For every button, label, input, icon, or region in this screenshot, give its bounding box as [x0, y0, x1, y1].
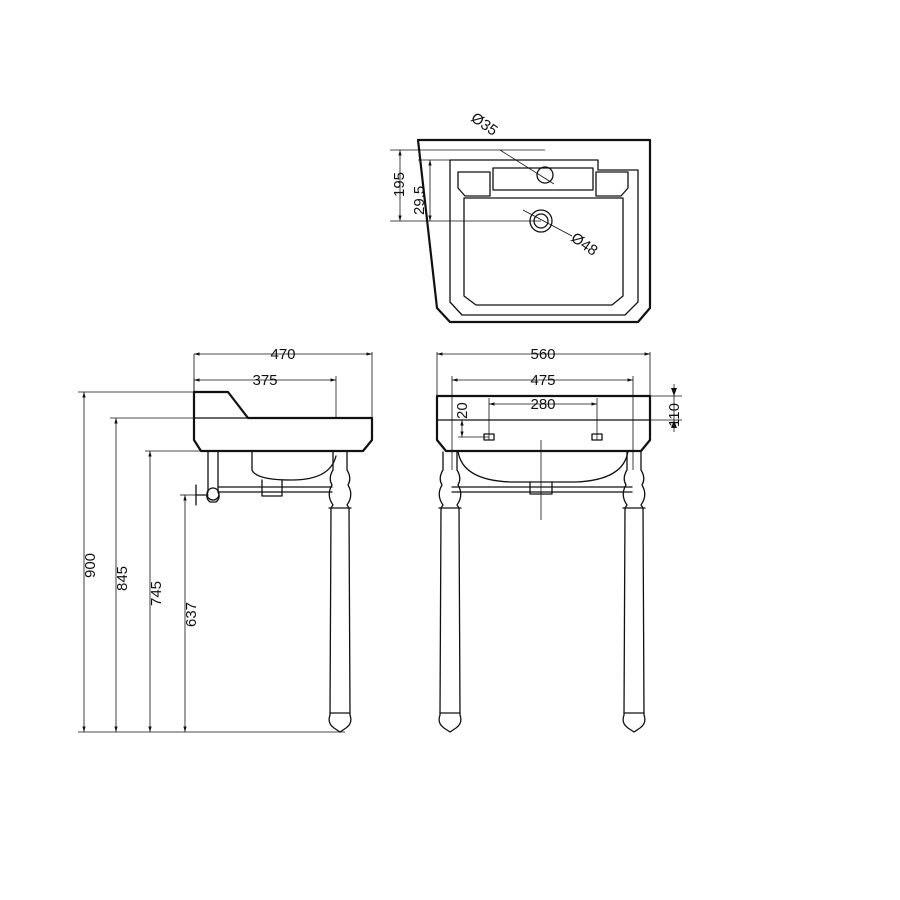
- dim-width-total-front: 560: [530, 346, 555, 363]
- dim-depth-hole: 29.5: [411, 186, 428, 215]
- dim-depth-total: 195: [391, 172, 408, 197]
- left-leg-front: [438, 451, 462, 733]
- basin-side-outline: [192, 390, 374, 453]
- left-soap-dish: [457, 171, 491, 197]
- wall-bracket: [195, 484, 209, 506]
- dim-height-underside: 745: [148, 581, 165, 606]
- rear-fixing: [206, 487, 220, 501]
- dim-width-total: 470: [270, 346, 295, 363]
- side-view: 470 375 900 845 745 637: [78, 346, 374, 733]
- leader-dia-small: [499, 149, 555, 185]
- waste-outlet-side: [261, 479, 283, 497]
- tap-hole-left: [483, 433, 495, 441]
- dim-height-rim: 845: [114, 566, 131, 591]
- dim-width-legs: 475: [530, 372, 555, 389]
- basin-top-outline: [416, 138, 652, 324]
- tap-hole-right: [591, 433, 603, 441]
- bowl-underside: [251, 451, 337, 481]
- tap-deck-outline: [492, 167, 594, 191]
- front-view: 560 475 280 20 110: [435, 346, 683, 733]
- dim-tap-offset: 20: [454, 402, 471, 419]
- dim-tap-centres: 280: [530, 396, 555, 413]
- rear-leg-top: [206, 451, 220, 503]
- right-soap-dish: [595, 171, 629, 197]
- top-view: Ø35 Ø48 195 29.5: [390, 109, 652, 324]
- right-leg-front: [622, 451, 646, 733]
- tap-hole: [536, 166, 554, 184]
- dim-width-inner: 375: [252, 372, 277, 389]
- dim-110-arrows: [671, 388, 677, 428]
- dim-height-total: 900: [82, 553, 99, 578]
- dim-rim-height: 110: [666, 403, 683, 427]
- basin-rim-outline: [449, 159, 639, 316]
- front-leg-side: [328, 451, 352, 733]
- dim-height-waste: 637: [183, 602, 200, 627]
- dim-dia-small: Ø35: [468, 109, 501, 139]
- bowl-front-underside: [457, 450, 629, 483]
- basin-bowl-outline: [463, 197, 624, 306]
- dim-dia-large: Ø48: [568, 229, 601, 259]
- leader-dia-large: [522, 209, 573, 237]
